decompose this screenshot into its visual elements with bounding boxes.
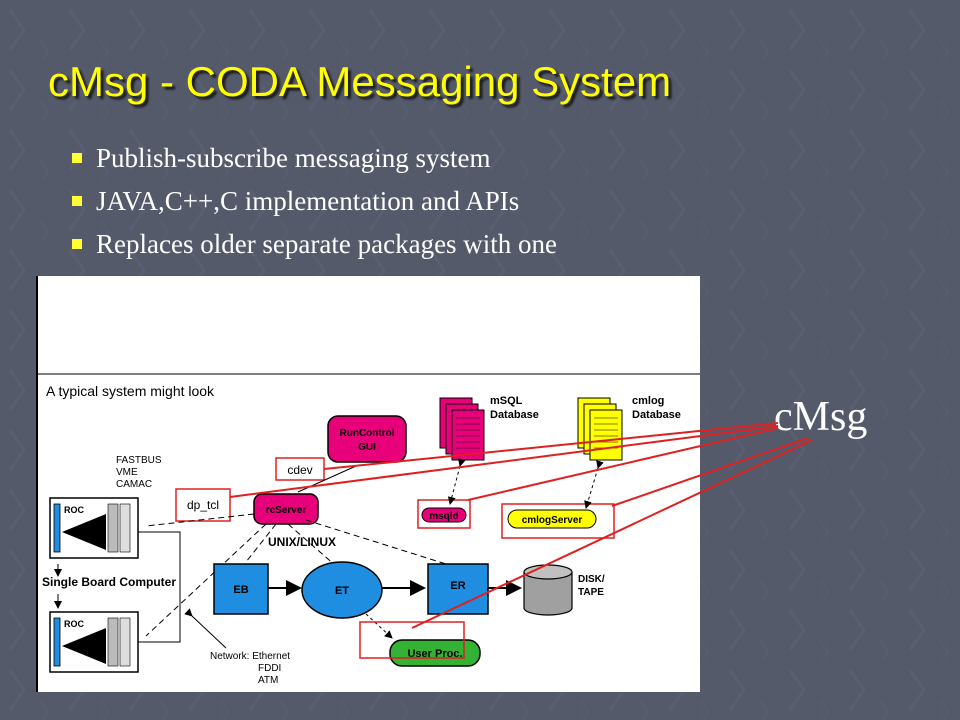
network-label: FDDI	[258, 663, 281, 674]
bullet-item: Publish-subscribe messaging system	[72, 142, 557, 174]
msqld-label: msqld	[429, 511, 458, 522]
msql-label: Database	[490, 409, 539, 421]
network-label: ATM	[258, 675, 278, 686]
msqld-node	[421, 507, 467, 523]
cmlog-database-icon	[577, 397, 623, 461]
er-label: ER	[450, 580, 465, 592]
bullet-item: JAVA,C++,C implementation and APIs	[72, 185, 557, 217]
eb-label: EB	[233, 584, 248, 596]
disk-label: TAPE	[578, 587, 604, 598]
bullet-text: JAVA,C++,C implementation and APIs	[96, 186, 520, 216]
single-board-computer-label: Single Board Computer	[42, 575, 176, 589]
runcontrol-gui-node: RunControl GUI	[327, 415, 407, 463]
cmlogserver-node	[507, 509, 597, 529]
cmsg-label: cMsg	[774, 394, 868, 440]
rcserver-node: rcServer	[253, 493, 319, 525]
diagram-caption: A typical system might look	[46, 383, 215, 399]
square-bullet-icon	[72, 196, 82, 206]
bullet-text: Publish-subscribe messaging system	[96, 143, 491, 173]
network-label: Network: Ethernet	[210, 651, 290, 662]
eb-node	[213, 563, 269, 615]
slide-title: cMsg - CODA Messaging System	[48, 58, 672, 105]
dp-tcl-label: dp_tcl	[187, 498, 219, 512]
bullet-text: Replaces older separate packages with on…	[96, 229, 558, 259]
disk-tape-icon	[523, 564, 573, 616]
roc-label: ROC	[64, 505, 85, 515]
user-proc-label: User Proc.	[407, 648, 462, 660]
msql-database-icon	[439, 397, 485, 461]
cmlogserver-label: cmlogServer	[522, 515, 583, 526]
roc-crate-top: ROC	[49, 497, 139, 559]
dp-tcl-box	[175, 488, 231, 522]
cmlog-label: cmlog	[632, 395, 664, 407]
disk-label: DISK/	[578, 574, 605, 585]
runcontrol-gui-label: GUI	[358, 442, 376, 453]
roc-label: ROC	[64, 619, 85, 629]
bullet-continuation: maintainable system	[96, 278, 318, 308]
runcontrol-gui-label: RunControl	[340, 428, 395, 439]
msql-label: mSQL	[490, 395, 523, 407]
cdev-label: cdev	[287, 463, 312, 477]
square-bullet-icon	[72, 153, 82, 163]
diagram-canvas: A typical system might look FASTBUS VME …	[36, 276, 700, 692]
bullet-item: Replaces older separate packages with on…	[72, 228, 557, 260]
bullet-list: Publish-subscribe messaging system JAVA,…	[72, 142, 557, 271]
et-label: ET	[335, 585, 349, 597]
square-bullet-icon	[72, 239, 82, 249]
cmlog-label: Database	[632, 409, 681, 421]
architecture-diagram: A typical system might look FASTBUS VME …	[36, 276, 700, 692]
bus-type-label: FASTBUS	[116, 455, 162, 466]
user-proc-box	[359, 621, 465, 659]
bus-type-label: VME	[116, 467, 138, 478]
rcserver-label: rcServer	[266, 505, 307, 516]
os-label: UNIX/LINUX	[268, 535, 336, 549]
bus-type-label: CAMAC	[116, 479, 152, 490]
et-node	[301, 561, 383, 619]
user-proc-node	[389, 639, 481, 667]
